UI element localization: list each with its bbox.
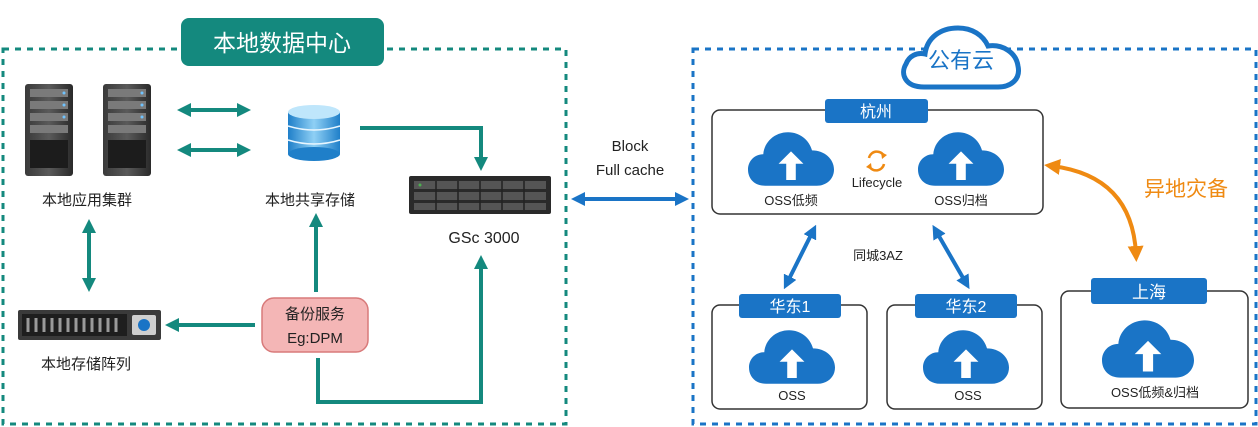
lifecycle-label: Lifecycle <box>852 175 903 190</box>
public-cloud-title: 公有云 <box>928 48 994 73</box>
huadong2-oss-label: OSS <box>954 388 982 403</box>
storage-array-icon <box>18 310 161 340</box>
same-city-label: 同城3AZ <box>853 248 903 263</box>
hangzhou-title: 杭州 <box>860 103 892 121</box>
shanghai-region: 上海 OSS低频&归档 <box>1060 278 1249 409</box>
link-label-line1: Block <box>612 138 649 155</box>
huadong1-title: 华东1 <box>770 298 811 316</box>
remote-dr-label: 异地灾备 <box>1144 178 1228 201</box>
hangzhou-region: 杭州 OSS低频 Lifecycle OSS归档 <box>711 99 1044 215</box>
gateway-appliance-icon <box>409 176 551 214</box>
backup-service-line1: 备份服务 <box>285 306 345 323</box>
link-label-line2: Full cache <box>596 162 664 179</box>
gateway-label: GSc 3000 <box>448 230 519 247</box>
local-dc-title: 本地数据中心 <box>213 30 351 56</box>
hangzhou-oss-archive-label: OSS归档 <box>934 193 987 208</box>
shanghai-title: 上海 <box>1132 283 1166 302</box>
backup-gateway-arrow <box>316 255 488 404</box>
huadong1-oss-label: OSS <box>778 388 806 403</box>
storage-array-label: 本地存储阵列 <box>41 356 131 373</box>
huadong2-region: 华东2 OSS <box>886 294 1043 410</box>
huadong1-region: 华东1 OSS <box>711 294 868 410</box>
server-icon <box>25 84 73 176</box>
backup-service-box: 备份服务 Eg:DPM <box>261 297 369 353</box>
local-dc-title-badge: 本地数据中心 <box>181 18 384 66</box>
backup-service-line2: Eg:DPM <box>287 330 343 347</box>
hangzhou-huadong1-arrow <box>783 224 817 290</box>
server-icon <box>103 84 151 176</box>
public-cloud-title-badge: 公有云 <box>901 25 1021 90</box>
storage-gateway-arrow <box>360 126 488 171</box>
database-icon <box>287 105 341 161</box>
hangzhou-oss-ia-label: OSS低频 <box>764 193 817 208</box>
shanghai-oss-label: OSS低频&归档 <box>1111 385 1199 400</box>
lifecycle-icon <box>866 150 887 172</box>
remote-dr-arrow <box>1044 159 1144 262</box>
app-cluster-label: 本地应用集群 <box>42 191 132 209</box>
shared-storage-label: 本地共享存储 <box>265 192 355 209</box>
huadong2-title: 华东2 <box>946 298 987 316</box>
hangzhou-huadong2-arrow <box>932 224 970 290</box>
